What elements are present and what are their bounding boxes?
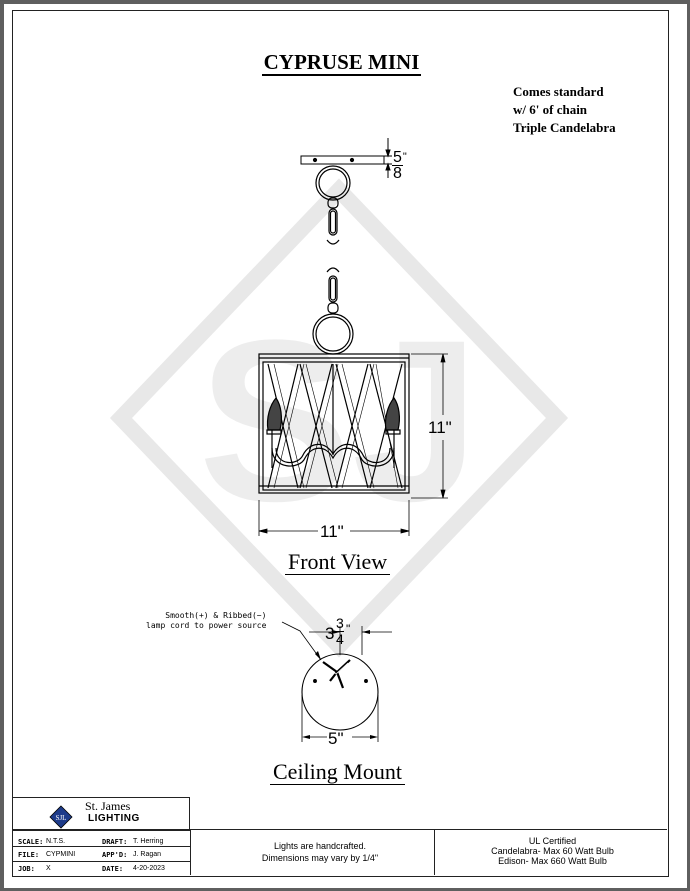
file-value: CYPMINI: [46, 851, 76, 858]
draft-label: DRAFT:: [102, 838, 128, 846]
note-line: Lights are handcrafted.: [273, 841, 367, 851]
dim-denominator: 4: [336, 631, 344, 647]
callout-line: lamp cord to power source: [146, 621, 267, 630]
note-line: Comes standard: [513, 84, 604, 99]
dim-numerator: 5: [392, 149, 403, 166]
watermark-logo: SJ: [109, 178, 569, 658]
scale-label: SCALE:: [18, 838, 44, 846]
note-line: Triple Candelabra: [513, 120, 616, 135]
note-line: Candelabra- Max 60 Watt Bulb: [491, 846, 614, 856]
approved-value: J. Ragan: [133, 851, 162, 858]
watermark-text: SJ: [198, 292, 479, 549]
svg-text:SJL: SJL: [56, 814, 67, 822]
dim-denominator: 8: [393, 165, 402, 182]
date-label: DATE:: [102, 865, 124, 873]
handcrafted-note: Lights are handcrafted. Dimensions may v…: [210, 840, 430, 864]
tb-divider: [434, 829, 435, 875]
job-value: X: [46, 865, 51, 872]
tb-divider: [12, 846, 190, 847]
ceiling-mount-label: Ceiling Mount: [270, 759, 405, 785]
tb-divider: [190, 829, 191, 875]
mount-diameter-dimension: 5": [328, 729, 344, 748]
canopy: [300, 138, 392, 178]
company-name-sub: LIGHTING: [88, 813, 140, 824]
scale-value: N.T.S.: [46, 838, 66, 845]
callout-line: Smooth(+) & Ribbed(−): [165, 611, 267, 620]
dim-inch: ": [346, 622, 351, 636]
drawing-title: CYPRUSE MINI: [261, 50, 422, 76]
note-line: Edison- Max 660 Watt Bulb: [498, 856, 607, 866]
date-value: 4-20-2023: [133, 865, 165, 872]
dim-numerator: 3: [336, 615, 344, 632]
tb-divider: [12, 861, 190, 862]
drawing-sheet: [4, 4, 687, 888]
draft-value: T. Herring: [133, 838, 164, 845]
dim-whole: 3: [325, 624, 335, 643]
sheet-border: [12, 10, 669, 877]
approved-label: APP'D:: [102, 851, 128, 859]
file-label: FILE:: [18, 851, 40, 859]
certification-note: UL Certified Candelabra- Max 60 Watt Bul…: [440, 836, 665, 866]
title-block: [12, 829, 667, 876]
ceiling-mount-view: [281, 621, 392, 742]
note-line: UL Certified: [528, 836, 577, 846]
height-dimension: 11": [428, 418, 452, 437]
dim-inch: ": [402, 151, 407, 163]
company-name: St. James: [85, 799, 131, 813]
title-block-logo-box: [12, 797, 190, 831]
fixture-front-view: [258, 353, 410, 494]
canopy-height-dimension: 5" 8: [392, 149, 407, 182]
company-logo: SJL: [49, 805, 73, 829]
note-line: w/ 6' of chain: [513, 102, 588, 117]
front-dimension-lines: [258, 353, 448, 536]
note-line: Dimensions may vary by 1/4": [261, 853, 379, 863]
front-view-label: Front View: [285, 549, 391, 575]
job-label: JOB:: [18, 865, 35, 873]
lamp-cord-callout: Smooth(+) & Ribbed(−) lamp cord to power…: [146, 611, 266, 631]
product-notes: Comes standard w/ 6' of chain Triple Can…: [513, 83, 616, 137]
width-dimension: 11": [320, 522, 344, 541]
